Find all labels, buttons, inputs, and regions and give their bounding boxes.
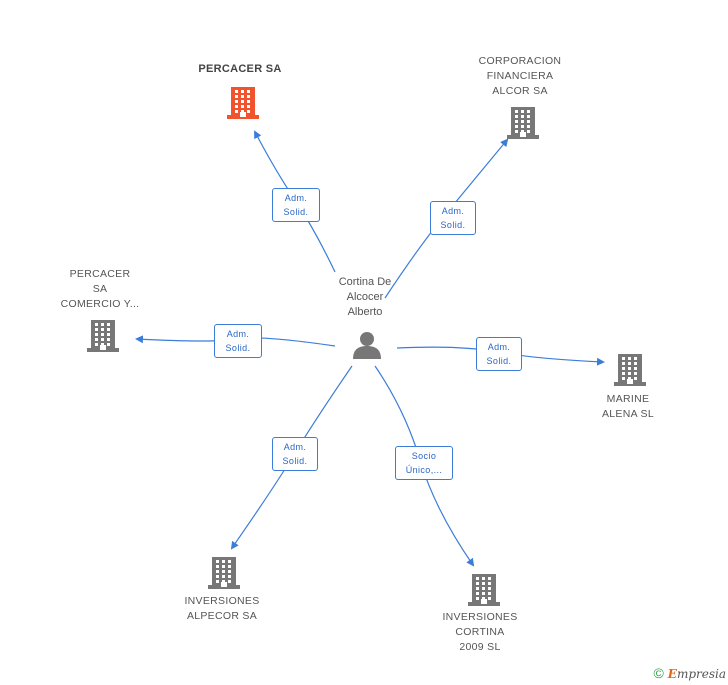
relation-label-line: Único,... <box>405 465 443 475</box>
company-label-line: CORPORACION <box>478 55 562 67</box>
relation-label-percacer-sa[interactable]: Adm. Solid. <box>272 188 320 222</box>
copyright-symbol: © <box>653 665 664 681</box>
center-name-line: Cortina De <box>338 276 392 288</box>
company-label-inversiones-cortina[interactable]: INVERSIONES CORTINA 2009 SL <box>430 610 530 655</box>
footer-brand: ©Empresia <box>653 665 726 681</box>
building-icon[interactable] <box>208 555 240 594</box>
relation-label-line: Solid. <box>282 456 308 466</box>
company-label-percacer-sa[interactable]: PERCACER SA <box>170 62 310 77</box>
company-label-line: PERCACER SA <box>198 63 282 75</box>
relation-label-percacer-comercio[interactable]: Adm. Solid. <box>214 324 262 358</box>
company-label-line: PERCACER <box>69 268 131 280</box>
brand-logo: Empresia <box>667 667 726 681</box>
company-label-corporacion-financiera[interactable]: CORPORACION FINANCIERA ALCOR SA <box>470 54 570 99</box>
relation-label-line: Adm. <box>284 193 308 203</box>
building-icon[interactable] <box>507 105 539 144</box>
building-icon[interactable] <box>87 318 119 357</box>
company-label-percacer-comercio[interactable]: PERCACER SA COMERCIO Y... <box>50 267 150 312</box>
company-label-line: INVERSIONES <box>184 595 260 607</box>
company-label-line: CORTINA <box>455 626 505 638</box>
relation-label-marine-alena[interactable]: Adm. Solid. <box>476 337 522 371</box>
relation-label-line: Adm. <box>441 206 465 216</box>
building-icon[interactable] <box>227 85 259 124</box>
company-label-line: ALCOR SA <box>492 85 548 97</box>
center-name-line: Alcocer <box>346 291 384 303</box>
relation-label-line: Adm. <box>283 442 307 452</box>
company-label-line: MARINE <box>606 393 650 405</box>
company-label-marine-alena[interactable]: MARINE ALENA SL <box>578 392 678 422</box>
relation-label-inversiones-alpecor[interactable]: Adm. Solid. <box>272 437 318 471</box>
company-label-line: SA <box>92 283 108 295</box>
relation-label-line: Solid. <box>283 207 309 217</box>
relation-label-line: Solid. <box>486 356 512 366</box>
relation-label-line: Adm. <box>226 329 250 339</box>
building-icon[interactable] <box>468 572 500 611</box>
relation-label-line: Solid. <box>225 343 251 353</box>
relation-label-line: Adm. <box>487 342 511 352</box>
company-label-line: FINANCIERA <box>486 70 554 82</box>
company-label-line: COMERCIO Y... <box>60 298 140 310</box>
center-person-label[interactable]: Cortina De Alcocer Alberto <box>320 275 410 320</box>
relation-label-corporacion-financiera[interactable]: Adm. Solid. <box>430 201 476 235</box>
company-label-line: 2009 SL <box>459 641 501 653</box>
center-name-line: Alberto <box>347 306 383 318</box>
building-icon[interactable] <box>614 352 646 391</box>
relation-label-line: Solid. <box>440 220 466 230</box>
relation-label-line: Socio <box>411 451 437 461</box>
company-label-line: INVERSIONES <box>442 611 518 623</box>
company-label-line: ALPECOR SA <box>186 610 258 622</box>
company-label-line: ALENA SL <box>601 408 654 420</box>
company-label-inversiones-alpecor[interactable]: INVERSIONES ALPECOR SA <box>172 594 272 624</box>
person-icon[interactable] <box>352 330 382 365</box>
